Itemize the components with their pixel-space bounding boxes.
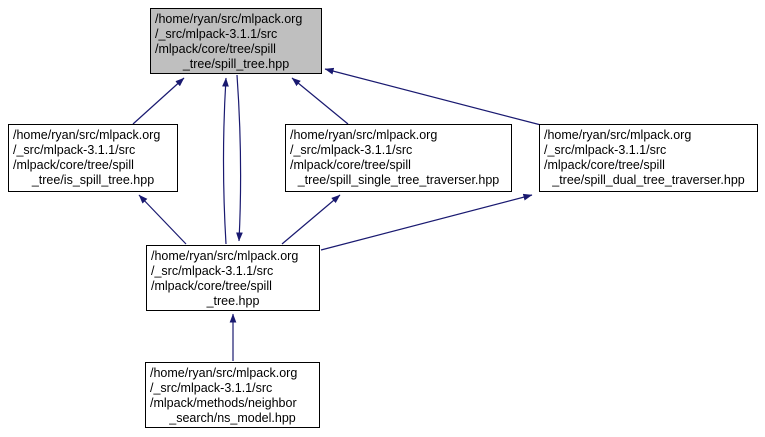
node-path-line: _tree/spill_dual_tree_traverser.hpp xyxy=(552,173,745,187)
node-path-line: _tree.hpp xyxy=(206,294,260,308)
node-path-line: _search/ns_model.hpp xyxy=(169,411,296,425)
node-path-line: /home/ryan/src/mlpack.org xyxy=(150,366,298,380)
node-spill-single-tree-traverser-hpp[interactable]: /home/ryan/src/mlpack.org /_src/mlpack-3… xyxy=(285,124,512,192)
node-path-line: _tree/is_spill_tree.hpp xyxy=(31,173,155,187)
edge-spill-tree-wrapper-to-spill-tree xyxy=(222,77,229,245)
edge-spill-dual-tree-traverser-to-spill-tree xyxy=(324,67,542,126)
node-path-line: /mlpack/core/tree/spill xyxy=(544,158,665,172)
node-path-line: _tree/spill_tree.hpp xyxy=(182,57,290,71)
node-path-line: /home/ryan/src/mlpack.org xyxy=(290,128,438,142)
node-path-line: /mlpack/core/tree/spill xyxy=(155,42,276,56)
node-path-line: /home/ryan/src/mlpack.org xyxy=(13,128,161,142)
node-path-line: /_src/mlpack-3.1.1/src xyxy=(150,381,273,395)
node-path-line: /home/ryan/src/mlpack.org xyxy=(155,12,303,26)
node-is-spill-tree-hpp[interactable]: /home/ryan/src/mlpack.org /_src/mlpack-3… xyxy=(8,124,178,192)
node-path-line: _tree/spill_single_tree_traverser.hpp xyxy=(297,173,500,187)
edge-spill-tree-wrapper-to-spill-single-tree-traverser xyxy=(281,194,341,245)
node-path-line: /_src/mlpack-3.1.1/src xyxy=(151,264,274,278)
node-path-line: /_src/mlpack-3.1.1/src xyxy=(155,27,278,41)
node-path-line: /mlpack/core/tree/spill xyxy=(151,279,272,293)
node-spill-tree-hpp: /home/ryan/src/mlpack.org /_src/mlpack-3… xyxy=(150,8,322,74)
node-spill-tree-wrapper-hpp[interactable]: /home/ryan/src/mlpack.org /_src/mlpack-3… xyxy=(146,245,320,311)
edge-spill-tree-to-spill-tree-wrapper xyxy=(236,74,243,242)
edge-spill-tree-wrapper-to-spill-dual-tree-traverser xyxy=(320,193,533,251)
node-path-line: /_src/mlpack-3.1.1/src xyxy=(13,143,136,157)
edge-spill-single-tree-traverser-to-spill-tree xyxy=(291,77,349,125)
node-ns-model-hpp[interactable]: /home/ryan/src/mlpack.org /_src/mlpack-3… xyxy=(145,362,320,428)
node-path-line: /home/ryan/src/mlpack.org xyxy=(151,249,299,263)
node-path-line: /mlpack/core/tree/spill xyxy=(290,158,411,172)
node-path-line: /home/ryan/src/mlpack.org xyxy=(544,128,692,142)
node-path-line: /mlpack/core/tree/spill xyxy=(13,158,134,172)
node-spill-dual-tree-traverser-hpp[interactable]: /home/ryan/src/mlpack.org /_src/mlpack-3… xyxy=(539,124,758,192)
node-path-line: /_src/mlpack-3.1.1/src xyxy=(290,143,413,157)
node-path-line: /mlpack/methods/neighbor xyxy=(150,396,297,410)
node-path-line: /_src/mlpack-3.1.1/src xyxy=(544,143,667,157)
edge-is-spill-tree-to-spill-tree xyxy=(132,77,185,125)
edge-spill-tree-wrapper-to-is-spill-tree xyxy=(138,194,187,245)
